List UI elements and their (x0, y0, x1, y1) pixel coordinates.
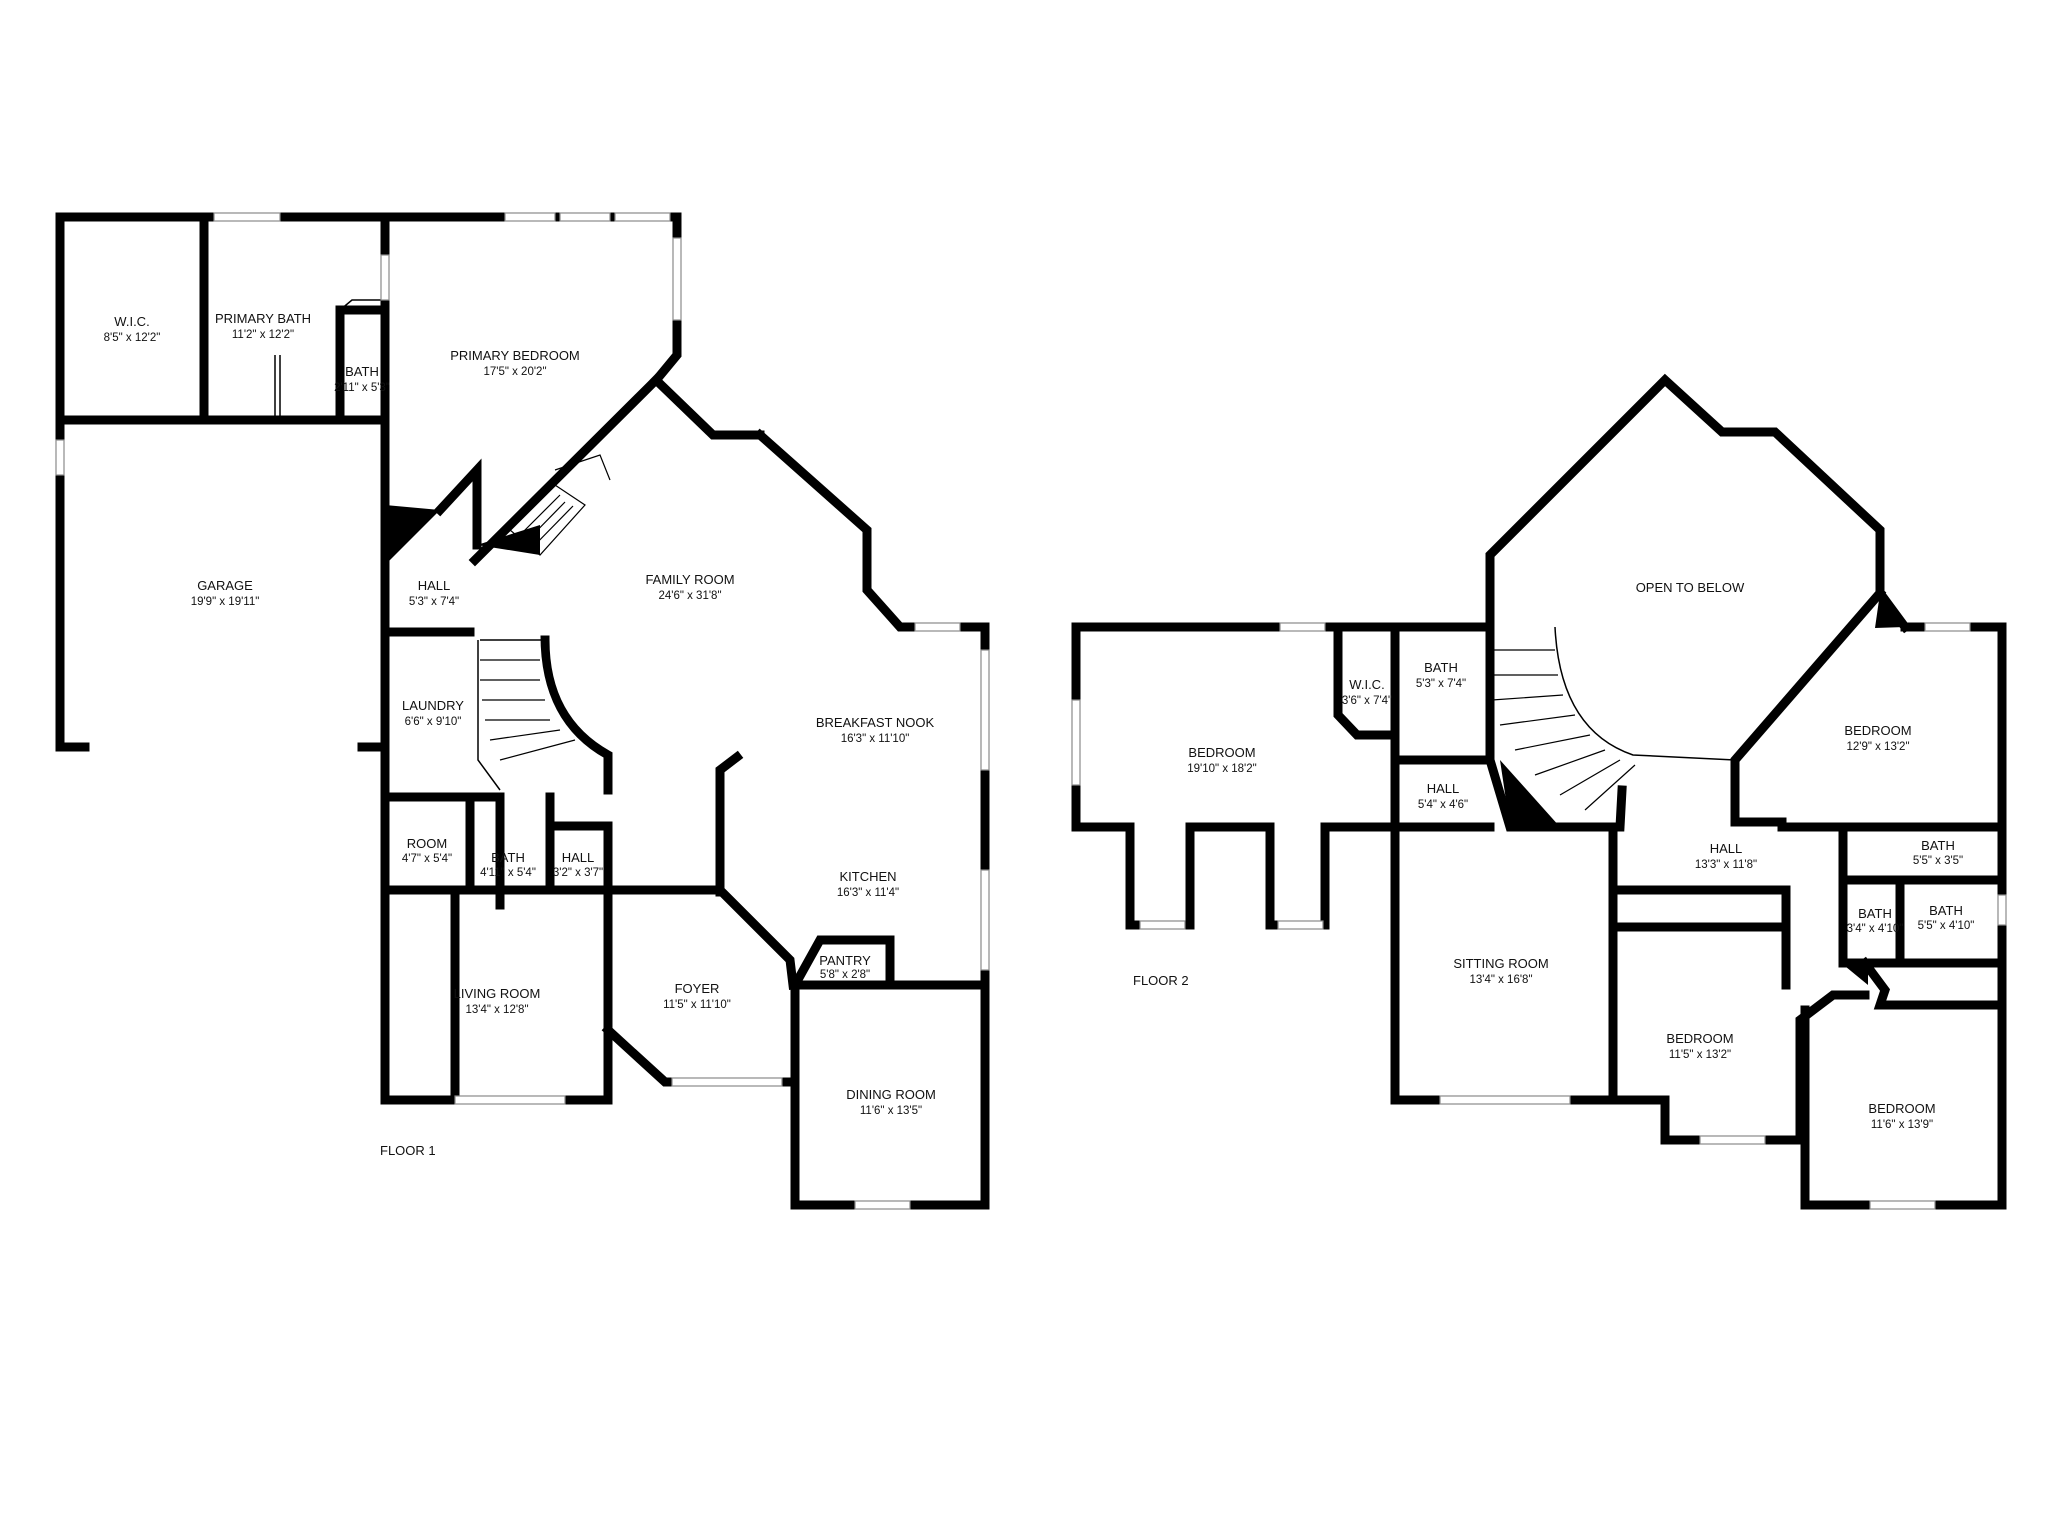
room-label: BATH (1858, 906, 1892, 921)
room-dimension: 19'10" x 18'2" (1187, 763, 1256, 775)
room-dimension: 11'6" x 13'9" (1871, 1119, 1933, 1131)
room-label: PANTRY (819, 953, 871, 968)
floor-2-labels: OPEN TO BELOW BEDROOM 19'10" x 18'2" W.I… (1133, 580, 1974, 1131)
room-dimension: 3'4" x 4'10" (1847, 923, 1904, 935)
windows (55, 212, 2007, 1210)
room-dimension: 6'6" x 9'10" (405, 716, 462, 728)
room-dimension: 8'5" x 12'2" (104, 332, 161, 344)
room-dimension: 13'4" x 12'8" (465, 1004, 528, 1016)
room-dimension: 11'5" x 11'10" (663, 999, 731, 1011)
room-dimension: 16'3" x 11'10" (841, 733, 910, 745)
room-label: BEDROOM (1666, 1031, 1733, 1046)
room-label: SITTING ROOM (1453, 956, 1548, 971)
room-label: FAMILY ROOM (645, 572, 734, 587)
room-dimension: 5'8" x 2'8" (820, 969, 870, 981)
room-label: BATH (345, 364, 379, 379)
room-label: HALL (1710, 841, 1743, 856)
room-dimension: 19'9" x 19'11" (191, 596, 260, 608)
room-label: ROOM (407, 836, 447, 851)
room-label: HALL (562, 850, 595, 865)
room-dimension: 4'7" x 5'4" (402, 853, 452, 865)
room-label: W.I.C. (114, 314, 149, 329)
room-dimension: 5'3" x 7'4" (1416, 678, 1466, 690)
room-label: BATH (1921, 838, 1955, 853)
room-label: HALL (1427, 781, 1460, 796)
room-label: FOYER (675, 981, 720, 996)
room-dimension: 3'6" x 7'4" (1342, 695, 1392, 707)
room-dimension: 5'5" x 4'10" (1918, 920, 1975, 932)
floor-2-label: FLOOR 2 (1133, 973, 1189, 988)
room-label: BEDROOM (1844, 723, 1911, 738)
room-label: LIVING ROOM (454, 986, 541, 1001)
room-dimension: 13'3" x 11'8" (1695, 859, 1757, 871)
room-label: KITCHEN (839, 869, 896, 884)
floor-1-label: FLOOR 1 (380, 1143, 436, 1158)
room-dimension: 24'6" x 31'8" (658, 590, 721, 602)
room-label: HALL (418, 578, 451, 593)
room-label: BATH (1424, 660, 1458, 675)
room-dimension: 12'9" x 13'2" (1846, 741, 1909, 753)
floor-1-labels: W.I.C. 8'5" x 12'2" PRIMARY BATH 11'2" x… (104, 311, 936, 1158)
room-dimension: 2'11" x 5'3" (334, 382, 390, 394)
room-dimension: 13'4" x 16'8" (1469, 974, 1532, 986)
room-label: DINING ROOM (846, 1087, 936, 1102)
room-dimension: 4'11" x 5'4" (480, 867, 536, 879)
room-label: PRIMARY BEDROOM (450, 348, 580, 363)
room-label: OPEN TO BELOW (1636, 580, 1745, 595)
room-dimension: 16'3" x 11'4" (837, 887, 899, 899)
room-dimension: 11'2" x 12'2" (232, 329, 294, 341)
room-label: BATH (491, 850, 525, 865)
room-dimension: 11'5" x 13'2" (1669, 1049, 1731, 1061)
room-label: BEDROOM (1188, 745, 1255, 760)
room-label: PRIMARY BATH (215, 311, 311, 326)
room-label: BATH (1929, 903, 1963, 918)
room-label: LAUNDRY (402, 698, 464, 713)
room-dimension: 11'6" x 13'5" (860, 1105, 922, 1117)
floor-2-plan (1071, 373, 2007, 1210)
room-dimension: 5'5" x 3'5" (1913, 855, 1963, 867)
room-dimension: 5'4" x 4'6" (1418, 799, 1468, 811)
room-dimension: 17'5" x 20'2" (483, 366, 546, 378)
room-dimension: 5'3" x 7'4" (409, 596, 459, 608)
room-label: BEDROOM (1868, 1101, 1935, 1116)
room-label: BREAKFAST NOOK (816, 715, 935, 730)
room-label: W.I.C. (1349, 677, 1384, 692)
room-label: GARAGE (197, 578, 253, 593)
floor-1-plan (55, 212, 990, 1210)
room-dimension: 3'2" x 3'7" (553, 867, 603, 879)
